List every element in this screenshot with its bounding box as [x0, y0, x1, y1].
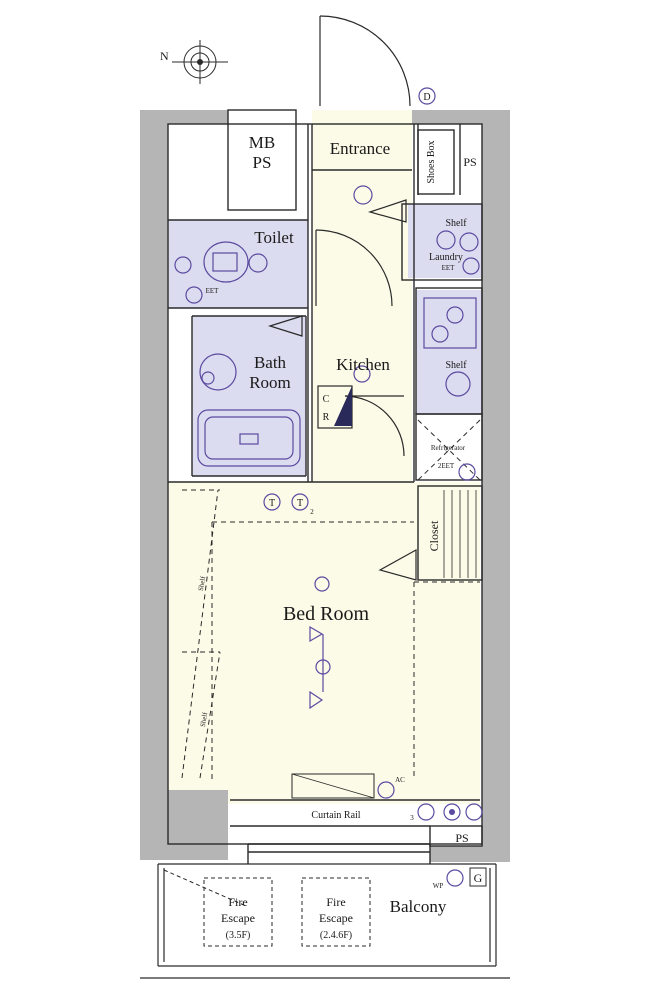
- symbol-eet-toilet: EET: [206, 287, 220, 295]
- label-fire-2-c: (2.4.6F): [320, 930, 352, 941]
- symbol-three: 3: [410, 814, 414, 822]
- wall-right: [482, 110, 510, 860]
- symbol-c: C: [323, 394, 330, 405]
- floor-bathroom: [192, 316, 306, 476]
- hatch-lines: [443, 490, 477, 578]
- symbol-tv-sub: 2: [310, 508, 314, 516]
- floor-bedroom: [168, 482, 480, 804]
- label-ps-bottom: PS: [455, 831, 468, 845]
- floor-kitchen-counter: [416, 290, 482, 414]
- symbol-door: D: [423, 92, 430, 103]
- label-bedroom: Bed Room: [283, 603, 370, 625]
- wall-bottom-right: [430, 846, 510, 862]
- label-shelf-left-2: Shelf: [199, 711, 210, 728]
- doors: [267, 15, 417, 581]
- interior-lines: [167, 109, 483, 864]
- label-curtain-rail: Curtain Rail: [311, 810, 360, 821]
- label-kitchen: Kitchen: [336, 355, 390, 374]
- socket-dot: [449, 809, 455, 815]
- ac-unit: [291, 773, 375, 799]
- label-toilet: Toilet: [254, 228, 294, 247]
- floor-entrance: [312, 110, 412, 290]
- symbol-r: R: [323, 412, 330, 423]
- label-shelf-kitchen: Shelf: [445, 360, 467, 371]
- label-shelf-left-1: Shelf: [197, 575, 208, 592]
- gas-box: [469, 867, 487, 887]
- label-ps-top: PS: [463, 155, 476, 169]
- label-fire-2-a: Fire: [326, 895, 345, 909]
- label-balcony: Balcony: [390, 897, 447, 916]
- label-shoes-box: Shoes Box: [426, 140, 437, 183]
- symbol-tel: T: [269, 498, 275, 509]
- dashed-lines: [181, 419, 481, 780]
- label-ps-mb: PS: [253, 153, 272, 172]
- symbol-eet-fridge: 2EET: [438, 462, 455, 470]
- label-fire-1-b: Escape: [221, 911, 255, 925]
- label-closet: Closet: [427, 520, 441, 551]
- fixtures: [174, 87, 483, 887]
- label-mb: MB: [249, 133, 275, 152]
- label-refrigerator: Refrigerator: [431, 444, 466, 452]
- symbol-tv: T: [297, 498, 303, 509]
- symbol-wp: WP: [433, 882, 444, 890]
- floor-laundry: [408, 204, 482, 278]
- compass-north: N: [160, 49, 169, 63]
- fire-escapes: [163, 869, 371, 947]
- label-fire-1-a: Fire: [228, 895, 247, 909]
- ac-diagonal: [291, 773, 375, 799]
- wall-left-lower: [140, 790, 228, 860]
- cabinet-triangle: [334, 386, 352, 426]
- symbol-ac: AC: [395, 776, 405, 784]
- label-entrance: Entrance: [330, 139, 390, 158]
- symbol-eet-laundry: EET: [442, 264, 456, 272]
- wall-left-upper: [140, 110, 168, 790]
- label-fire-2-b: Escape: [319, 911, 353, 925]
- symbol-gas: G: [474, 871, 483, 885]
- label-shelf-laundry: Shelf: [445, 218, 467, 229]
- label-bath-1: Bath: [254, 353, 287, 372]
- balcony: [140, 863, 510, 979]
- wall-top-right: [412, 110, 510, 124]
- compass-dot: [197, 59, 203, 65]
- wall-top-left: [140, 110, 228, 124]
- label-fire-1-c: (3.5F): [226, 930, 251, 941]
- label-bath-2: Room: [249, 373, 291, 392]
- label-laundry: Laundry: [429, 252, 463, 263]
